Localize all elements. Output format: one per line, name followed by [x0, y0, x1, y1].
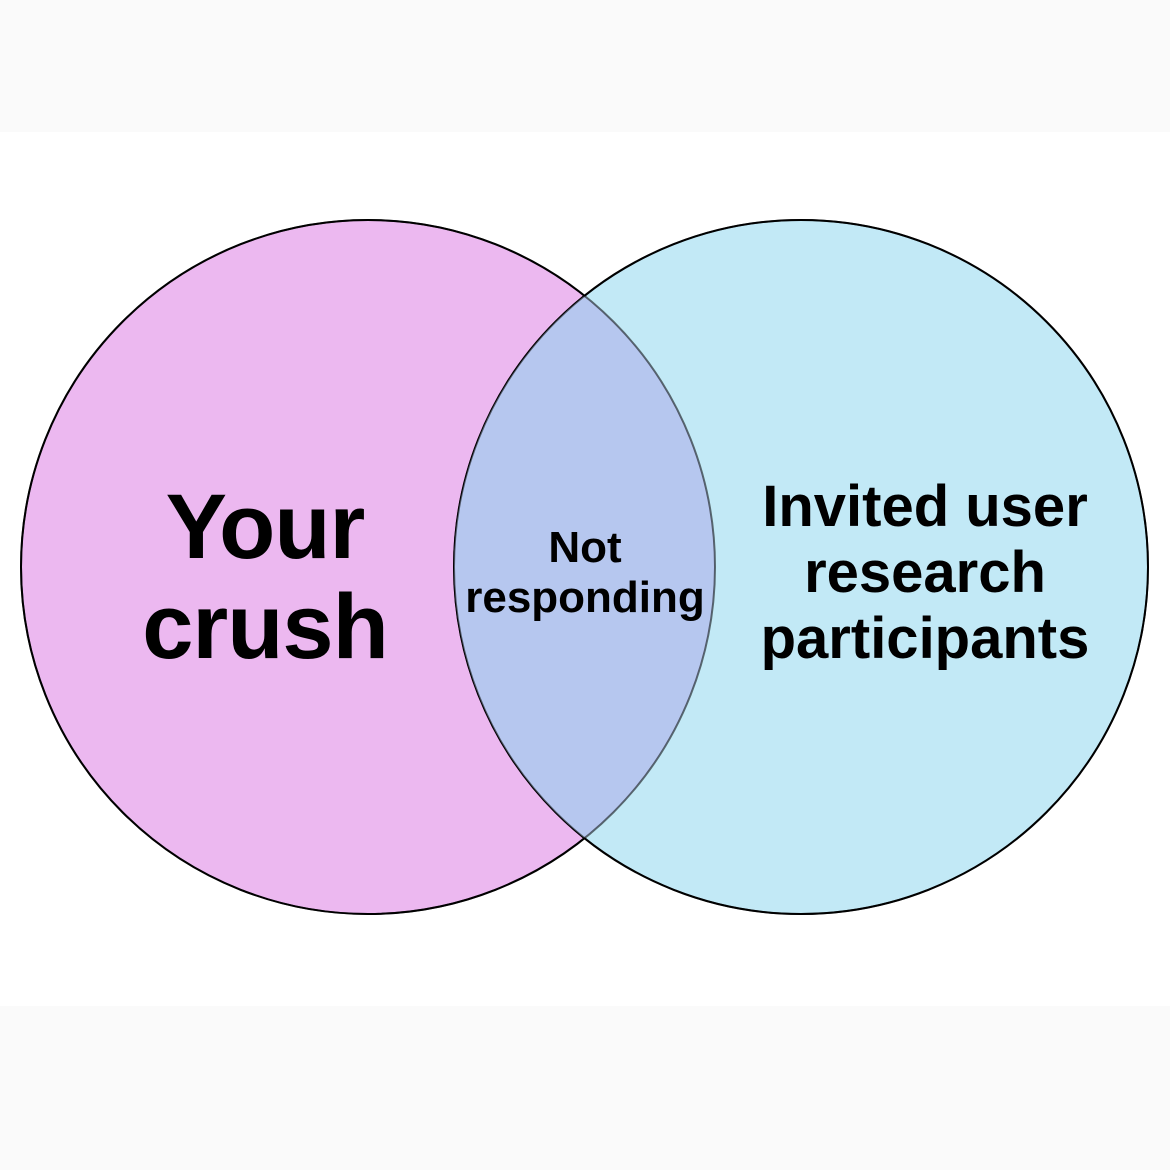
right-circle-outline [453, 219, 1149, 915]
right-set-label: Invited user research participants [730, 474, 1120, 672]
right-set-label-line: participants [760, 606, 1090, 671]
intersection-label-line: responding [465, 573, 705, 622]
left-set-label-line: Your [165, 476, 366, 578]
intersection-label-line: Not [548, 523, 622, 572]
intersection-region [454, 220, 715, 914]
left-circle-outline [20, 219, 716, 915]
bottom-margin-band [0, 1006, 1170, 1170]
right-set-label-line: research [804, 540, 1046, 605]
left-set-label-line: crush [142, 576, 389, 678]
intersection-label: Not responding [455, 523, 715, 623]
left-set-label: Your crush [100, 477, 430, 677]
right-set-label-line: Invited user [762, 474, 1088, 539]
top-margin-band [0, 0, 1170, 132]
